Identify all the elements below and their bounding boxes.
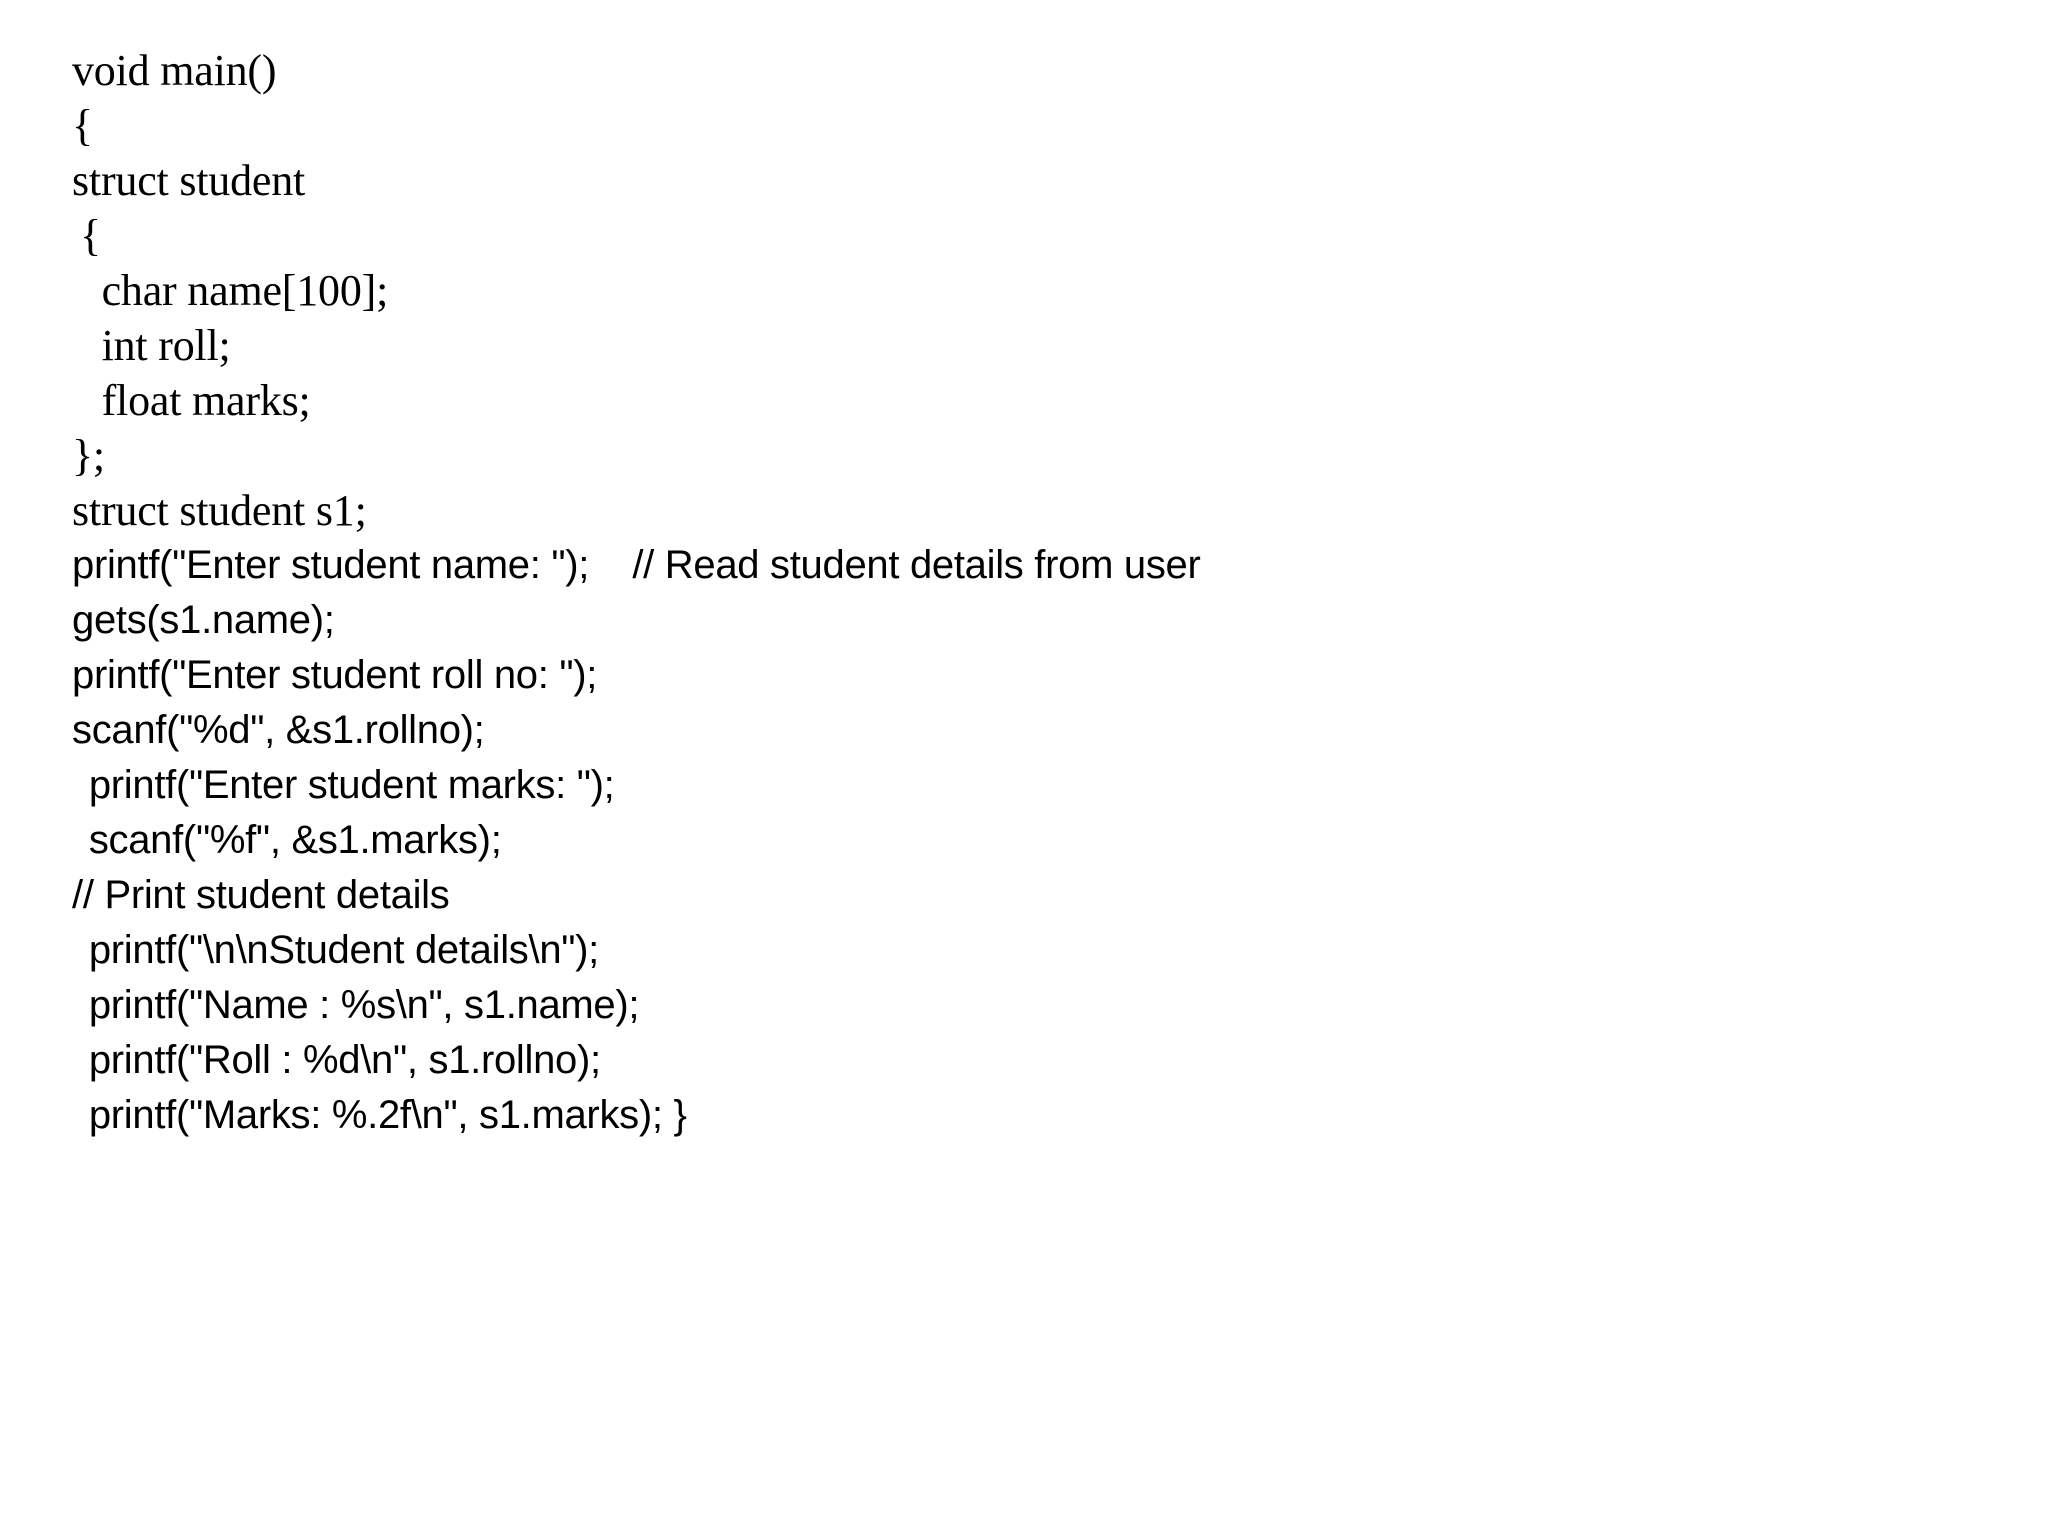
code-line: { xyxy=(80,211,101,260)
code-listing: void main() { struct student { char name[10… xyxy=(0,13,2048,1536)
code-line: struct student s1; xyxy=(72,486,367,535)
code-line: printf("Enter student name: "); // Read … xyxy=(72,543,1201,587)
code-line: printf("\n\nStudent details\n"); xyxy=(78,928,599,972)
code-line: }; xyxy=(72,431,105,480)
code-line: printf("Roll : %d\n", s1.rollno); xyxy=(78,1038,601,1082)
code-line: { xyxy=(72,101,93,150)
code-line: struct student xyxy=(72,156,306,205)
code-line: printf("Name : %s\n", s1.name); xyxy=(78,983,640,1027)
code-line: scanf("%f", &s1.marks); xyxy=(78,818,502,862)
code-line: gets(s1.name); xyxy=(72,598,335,642)
code-line: // Print student details xyxy=(72,873,450,917)
code-line: float marks; xyxy=(80,376,311,425)
code-line: scanf("%d", &s1.rollno); xyxy=(72,708,485,752)
code-line: int roll; xyxy=(80,321,231,370)
code-line: char name[100]; xyxy=(80,266,389,315)
code-line: void main() xyxy=(72,46,277,95)
code-line: printf("Enter student marks: "); xyxy=(78,763,615,807)
code-line: printf("Marks: %.2f\n", s1.marks); } xyxy=(78,1093,687,1137)
code-line: printf("Enter student roll no: "); xyxy=(72,653,598,697)
